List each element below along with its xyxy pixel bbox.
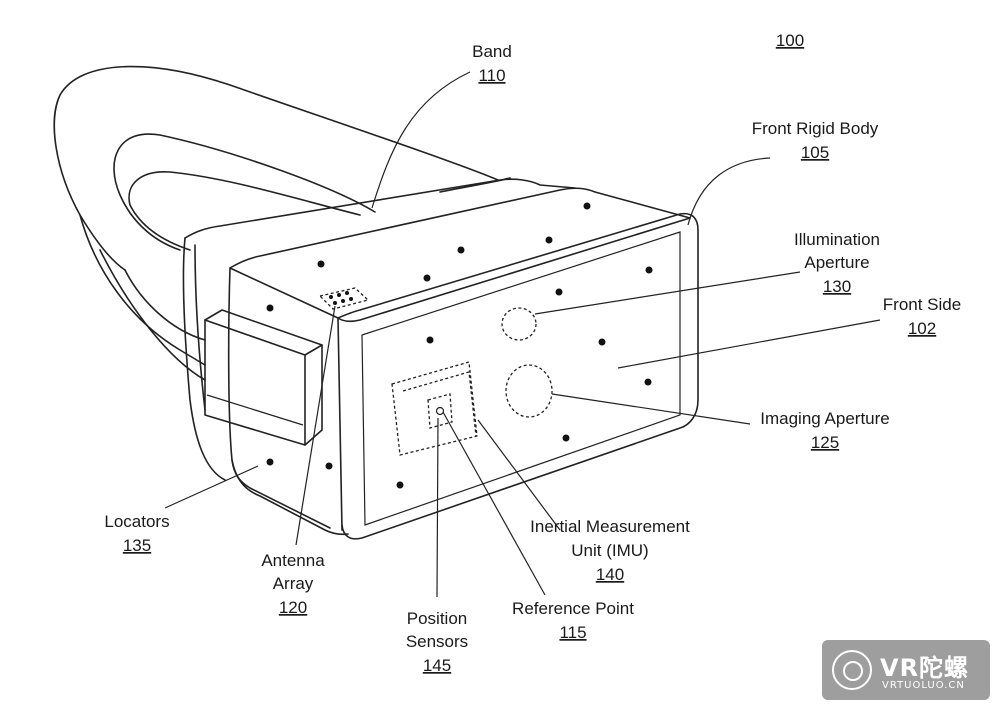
figure-number: 100: [776, 31, 804, 50]
antenna-array-label-2: Array: [273, 574, 314, 593]
illumination-aperture-label-2: Aperture: [804, 253, 869, 272]
band-strap: [53, 65, 511, 381]
reference-point-marker: [435, 406, 445, 416]
band-label: Band: [472, 42, 512, 61]
strap-clip: [204, 309, 323, 446]
watermark-badge: VR陀螺 VRTUOLUO.CN: [822, 640, 990, 700]
antenna-array: [318, 287, 370, 310]
locators-num: 135: [123, 536, 151, 555]
watermark-logo-icon: [832, 650, 872, 690]
watermark-subtext: VRTUOLUO.CN: [882, 680, 965, 691]
position-sensors-label-2: Sensors: [406, 632, 468, 651]
illumination-aperture-num: 130: [823, 277, 851, 296]
imu-module: [391, 361, 478, 456]
imaging-aperture: [505, 364, 553, 418]
locators-label: Locators: [104, 512, 169, 531]
front-rigid-body: [182, 178, 699, 540]
imaging-aperture-num: 125: [811, 433, 839, 452]
imu-label-2: Unit (IMU): [571, 541, 648, 560]
position-sensors-box: [427, 393, 453, 429]
position-sensors-label-1: Position: [407, 609, 467, 628]
reference-point-label: Reference Point: [512, 599, 634, 618]
imu-num: 140: [596, 565, 624, 584]
position-sensors-num: 145: [423, 656, 451, 675]
front-side-num: 102: [908, 319, 936, 338]
leader-lines: [164, 71, 881, 598]
front-rigid-body-num: 105: [801, 143, 829, 162]
locators: [266, 202, 653, 489]
illumination-aperture-label-1: Illumination: [794, 230, 880, 249]
front-rigid-body-label: Front Rigid Body: [752, 119, 879, 138]
imu-label-1: Inertial Measurement: [530, 517, 690, 536]
imaging-aperture-label: Imaging Aperture: [760, 409, 889, 428]
illumination-aperture: [501, 307, 537, 341]
watermark-text: VR陀螺: [880, 654, 970, 682]
band-num: 110: [478, 66, 505, 85]
antenna-array-num: 120: [279, 598, 307, 617]
antenna-array-label-1: Antenna: [261, 551, 325, 570]
reference-point-num: 115: [559, 623, 586, 642]
front-side-label: Front Side: [883, 295, 961, 314]
